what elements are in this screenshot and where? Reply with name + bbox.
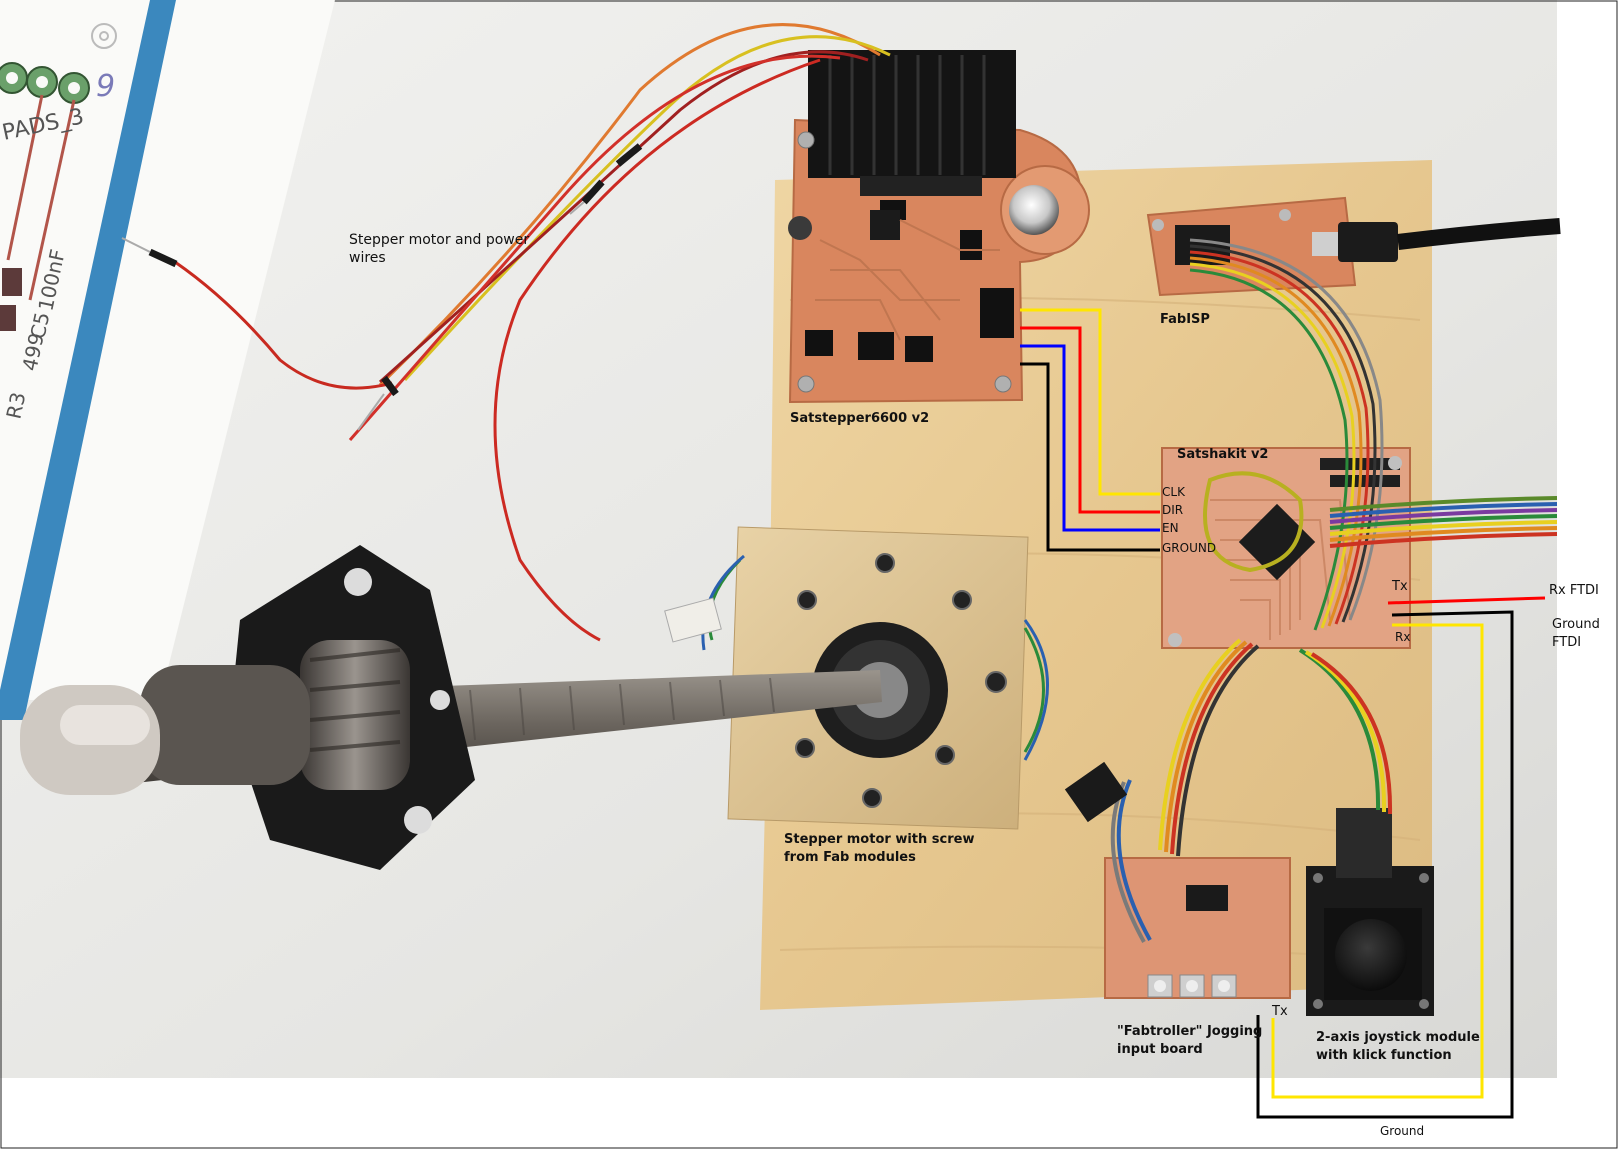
usb-plug [1338,222,1398,262]
motor-screw-label: Stepper motor with screw from Fab module… [784,831,974,867]
clk-pin-label: CLK [1162,485,1185,499]
rx-ftdi-label: Rx FTDI [1549,583,1599,598]
joystick-line1: 2-axis joystick module [1316,1030,1480,1045]
schematic-c5: C5 [25,310,54,341]
clk-wire [1020,308,1160,496]
ground-pin-label: GROUND [1162,541,1217,555]
fabtroller-line1: "Fabtroller" Jogging [1117,1024,1263,1039]
stepper-wires-line2: wires [349,250,386,267]
ground-loop-wire [1256,610,1514,1119]
stepper-wires-line1: Stepper motor and power [349,232,530,248]
tx-bottom-label: Tx [1272,1004,1288,1019]
ground-wire [1020,362,1160,552]
fabisp-label: FabISP [1160,312,1210,327]
schematic-r3: R3 [1,390,30,421]
joystick-knob [1335,919,1407,991]
ground-ftdi-line1: Ground [1552,617,1600,632]
ground-ftdi-line2: FTDI [1552,634,1582,650]
satshakit-label: Satshakit v2 [1177,447,1269,462]
usb-cable [1397,218,1561,250]
schematic-number: 9 [96,69,115,104]
joystick-line2: with klick function [1316,1048,1452,1064]
en-wire [1020,344,1160,532]
satstepper-label: Satstepper6600 v2 [790,411,930,426]
dir-pin-label: DIR [1162,503,1184,517]
en-pin-label: EN [1162,521,1179,535]
tx-rx-wire [1271,623,1484,1099]
rx-ftdi-wire [1387,596,1546,605]
ground-ftdi-label: Ground FTDI [1552,616,1600,651]
stepper-wires-label: Stepper motor and power wires [349,231,529,267]
motor-screw-line1: Stepper motor with screw [784,832,975,847]
joystick-label: 2-axis joystick module with klick functi… [1316,1029,1480,1065]
ground-bottom-label: Ground [1380,1124,1425,1138]
fabtroller-label: "Fabtroller" Jogging input board [1117,1023,1262,1059]
motor-screw-line2: from Fab modules [784,850,916,866]
capacitor [1009,185,1059,235]
rx-pin-label: Rx [1395,630,1411,644]
dir-wire [1020,326,1160,514]
heatsink [808,50,1016,178]
fabtroller-line2: input board [1117,1042,1203,1058]
tx-pin-label: Tx [1392,579,1408,594]
